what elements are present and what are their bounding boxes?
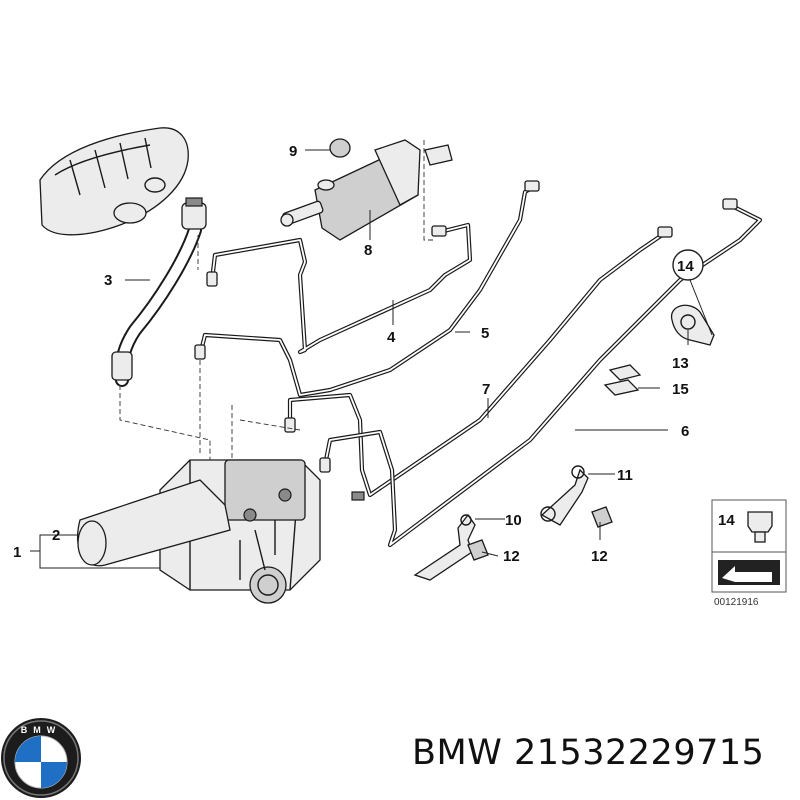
expansion-tank (39, 127, 189, 236)
callout-5: 5 (481, 325, 489, 342)
callout-14-circle (672, 249, 704, 281)
bolt-icon (747, 511, 773, 543)
clutch-master-cylinder (280, 138, 453, 241)
bracket-10 (413, 513, 476, 581)
callout-10: 10 (505, 512, 522, 529)
callout-8: 8 (364, 242, 372, 259)
bmw-logo-text: BMW (21, 725, 62, 735)
callout-9: 9 (289, 143, 297, 160)
bmw-logo-icon: BMW (1, 718, 81, 798)
callout-4: 4 (387, 329, 396, 346)
reference-lines (119, 140, 435, 460)
legend-box-label: 14 (718, 512, 735, 529)
arrow-icon (718, 560, 780, 585)
callout-15: 15 (672, 381, 689, 398)
bracket-13 (670, 304, 715, 346)
callout-13: 13 (672, 355, 689, 372)
callout-3: 3 (104, 272, 112, 289)
callout-12-right: 12 (591, 548, 608, 565)
clip-12 (467, 506, 613, 561)
hose (111, 197, 207, 387)
callout-1: 1 (13, 544, 21, 561)
line-7 (287, 230, 668, 498)
callout-labels: 1 2 3 4 5 6 7 8 9 10 11 12 12 13 15 14 (13, 143, 704, 565)
part-number-caption: BMW 21532229715 (412, 733, 765, 773)
legend-box-code: 00121916 (714, 597, 759, 608)
hydraulic-unit (76, 459, 321, 604)
legend-box: 14 00121916 (711, 499, 787, 608)
clip-15 (603, 364, 642, 396)
callout-6: 6 (681, 423, 689, 440)
callout-2: 2 (52, 527, 60, 544)
line-4 (209, 222, 473, 355)
line-5 (197, 183, 538, 398)
leader-lines (30, 149, 713, 569)
line-fittings (194, 180, 738, 501)
callout-14: 14 (677, 258, 694, 275)
bracket-11 (540, 465, 589, 526)
callout-12-left: 12 (503, 548, 520, 565)
line-6 (322, 202, 763, 548)
callout-11: 11 (617, 467, 633, 484)
callout-7: 7 (482, 381, 490, 398)
